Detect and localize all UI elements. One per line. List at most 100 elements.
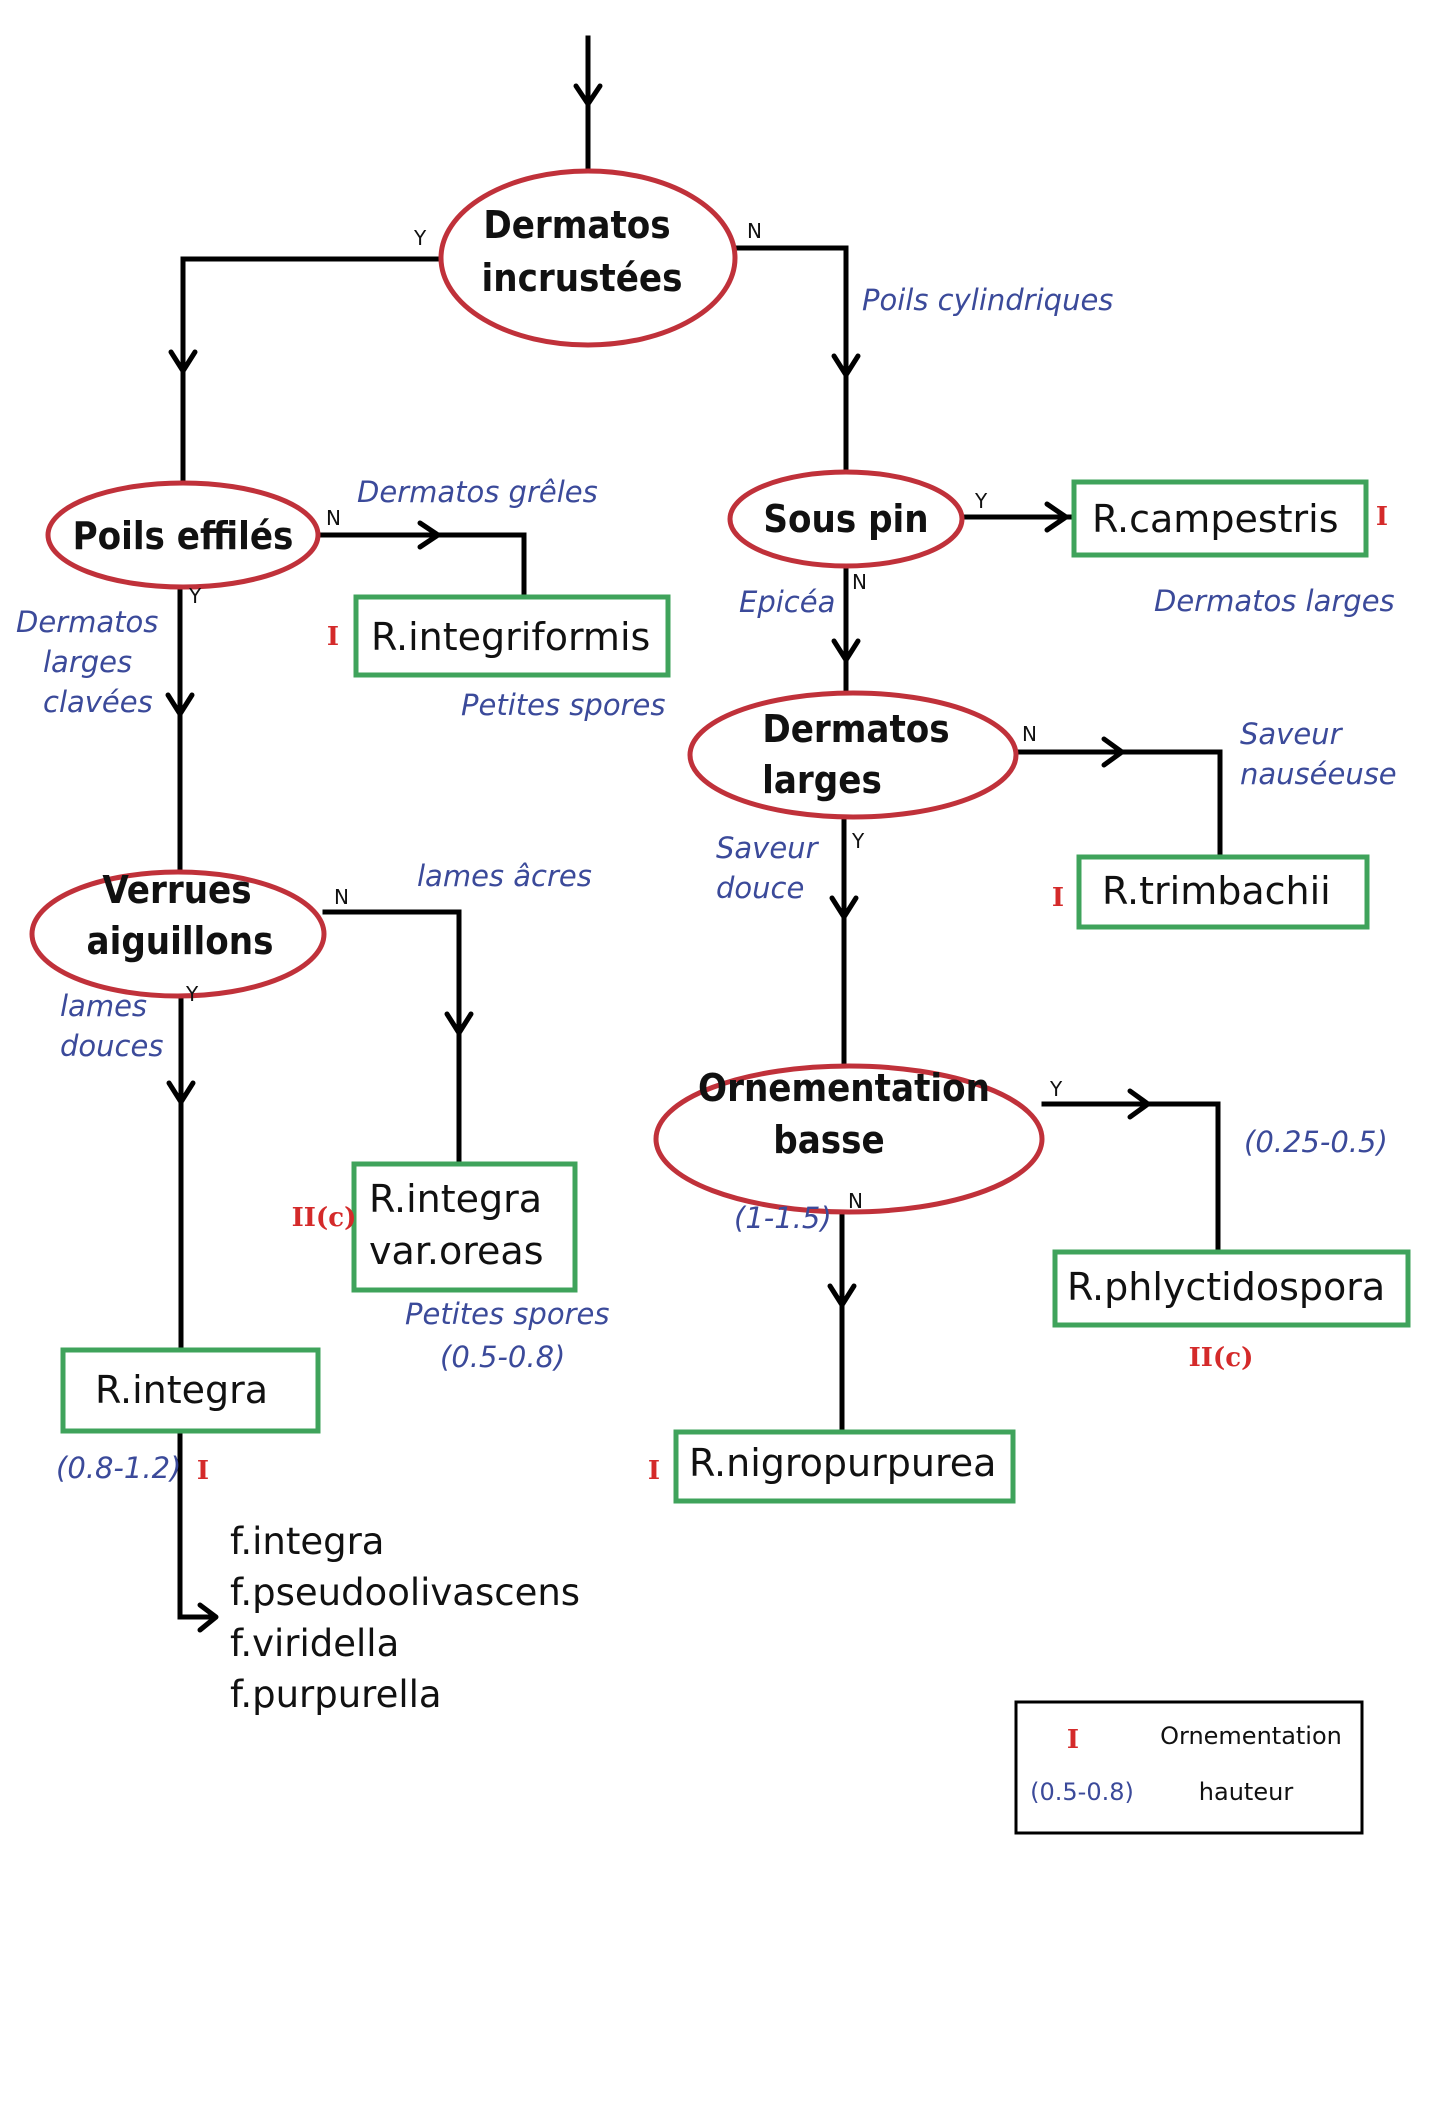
decision-sous-pin[interactable]: Sous pin — [727, 469, 965, 569]
no-label: N — [1022, 722, 1037, 746]
edge-larges-no — [1013, 749, 1223, 861]
forma-item: f.viridella — [230, 1622, 399, 1665]
species-trimbachii[interactable]: R.trimbachii — [1076, 854, 1370, 930]
forma-item: f.integra — [230, 1520, 384, 1563]
note-saveur-nauseeuse-1: Saveur — [1240, 717, 1344, 751]
note-dermatos-larges-clavees-3: clavées — [43, 685, 153, 719]
decision-ellipse — [45, 480, 321, 590]
note-poils-cylindriques: Poils cylindriques — [862, 283, 1113, 317]
ornamentation-mark: I — [648, 1456, 660, 1486]
yes-label: Y — [974, 489, 988, 513]
species-box — [60, 1347, 321, 1434]
note-saveur-douce-2: douce — [716, 871, 804, 905]
decision-label-line2: larges — [762, 758, 882, 802]
species-box — [1076, 854, 1370, 930]
decision-dermatos-larges[interactable]: Dermatos larges — [687, 690, 1019, 820]
decision-ellipse — [687, 690, 1019, 820]
height-note: (1-1.5) — [734, 1201, 832, 1235]
species-name: R.phlyctidospora — [1067, 1265, 1385, 1309]
decision-verrues-aiguillons[interactable]: Verrues aiguillons — [29, 868, 327, 999]
species-integra[interactable]: R.integra — [60, 1347, 321, 1434]
ornamentation-mark: I — [1376, 502, 1388, 532]
height-note: (0.8-1.2) — [56, 1451, 181, 1485]
note-saveur-douce-1: Saveur — [716, 831, 820, 865]
edges — [165, 35, 1223, 1633]
decision-label-line1: Verrues — [102, 868, 251, 912]
arrowhead-icon — [831, 353, 861, 378]
decision-label-line1: Poils effilés — [73, 514, 294, 558]
legend-ornamentation-symbol: I — [1067, 1725, 1079, 1755]
yes-label: Y — [185, 982, 199, 1006]
height-note: (0.25-0.5) — [1244, 1125, 1388, 1159]
edge-integra-formae — [177, 1429, 213, 1620]
species-name: R.trimbachii — [1102, 869, 1331, 913]
arrowhead-icon — [165, 692, 195, 717]
decision-dermatos-incrustees[interactable]: Dermatos incrustées — [438, 168, 738, 348]
species-box — [673, 1429, 1016, 1504]
edge-incrustees-yes — [180, 256, 443, 486]
species-nigropurpurea[interactable]: R.nigropurpurea — [673, 1429, 1016, 1504]
species-name-line1: R.integra — [369, 1177, 542, 1221]
decision-ornementation-basse[interactable]: Ornementation basse — [653, 1063, 1045, 1215]
note-lames-douces-2: douces — [60, 1029, 163, 1063]
arrowhead-icon — [444, 1011, 474, 1036]
note-dermatos-larges-clavees-2: larges — [43, 645, 132, 679]
note-dermatos-larges: Dermatos larges — [1154, 584, 1395, 618]
species-name: R.campestris — [1092, 497, 1339, 541]
decision-poils-effiles[interactable]: Poils effilés — [45, 480, 321, 590]
legend-box — [1014, 1700, 1364, 1835]
species-box — [1071, 479, 1369, 558]
legend-height-label: hauteur — [1199, 1778, 1294, 1806]
species-box — [1052, 1249, 1411, 1328]
decision-label-line2: incrustées — [482, 256, 683, 300]
species-name-line2: var.oreas — [369, 1229, 544, 1273]
edge-verrues-no — [322, 909, 462, 1168]
yes-label: Y — [851, 829, 865, 853]
arrowhead-icon — [827, 1283, 857, 1308]
ornamentation-mark: I — [327, 622, 339, 652]
no-label: N — [334, 885, 349, 909]
no-label: N — [848, 1189, 863, 1213]
decision-label-line1: Sous pin — [763, 497, 928, 541]
arrowhead-icon — [197, 1602, 219, 1633]
no-label: N — [747, 219, 762, 243]
note-dermatos-larges-clavees-1: Dermatos — [16, 605, 158, 639]
no-label: N — [326, 506, 341, 530]
note-lames-douces-1: lames — [60, 989, 147, 1023]
note-lames-acres: lames âcres — [417, 859, 592, 893]
species-box — [353, 594, 671, 678]
arrowhead-icon — [1101, 736, 1125, 768]
species-name: R.integra — [95, 1368, 268, 1412]
note-saveur-nauseeuse-2: nauséeuse — [1240, 757, 1397, 791]
arrowhead-icon — [1044, 501, 1069, 533]
species-box — [351, 1161, 578, 1293]
decision-label-line2: basse — [773, 1118, 884, 1162]
legend: I Ornementation (0.5-0.8) hauteur — [1014, 1700, 1364, 1835]
formae-list: f.integra f.pseudoolivascens f.viridella… — [230, 1520, 580, 1716]
species-phlyctidospora[interactable]: R.phlyctidospora — [1052, 1249, 1411, 1328]
edge-incrustees-no — [734, 245, 849, 475]
arrowhead-icon — [168, 349, 198, 374]
species-campestris[interactable]: R.campestris — [1071, 479, 1369, 558]
species-integriformis[interactable]: R.integriformis — [353, 594, 671, 678]
species-integra-oreas[interactable]: R.integra var.oreas — [351, 1161, 578, 1293]
yes-label: Y — [1049, 1077, 1063, 1101]
forma-item: f.purpurella — [230, 1673, 442, 1716]
decision-label-line2: aiguillons — [87, 919, 274, 963]
note-oreas-height: (0.5-0.8) — [440, 1340, 565, 1374]
decision-label-line1: Ornementation — [698, 1066, 990, 1110]
arrowhead-icon — [831, 638, 861, 663]
note-petites-spores: Petites spores — [461, 688, 665, 722]
decision-ellipse — [438, 168, 738, 348]
edge-ornementation-yes — [1041, 1101, 1221, 1255]
yes-label: Y — [188, 584, 202, 608]
note-epicea: Epicéa — [739, 585, 835, 619]
edge-effiles-no — [315, 532, 527, 600]
decision-label-line1: Dermatos — [483, 203, 670, 247]
arrowhead-icon — [166, 1080, 196, 1105]
ornamentation-mark: II(c) — [1189, 1343, 1254, 1373]
yes-label: Y — [413, 226, 427, 250]
species-name: R.nigropurpurea — [689, 1441, 996, 1485]
ornamentation-mark: I — [1052, 883, 1064, 913]
